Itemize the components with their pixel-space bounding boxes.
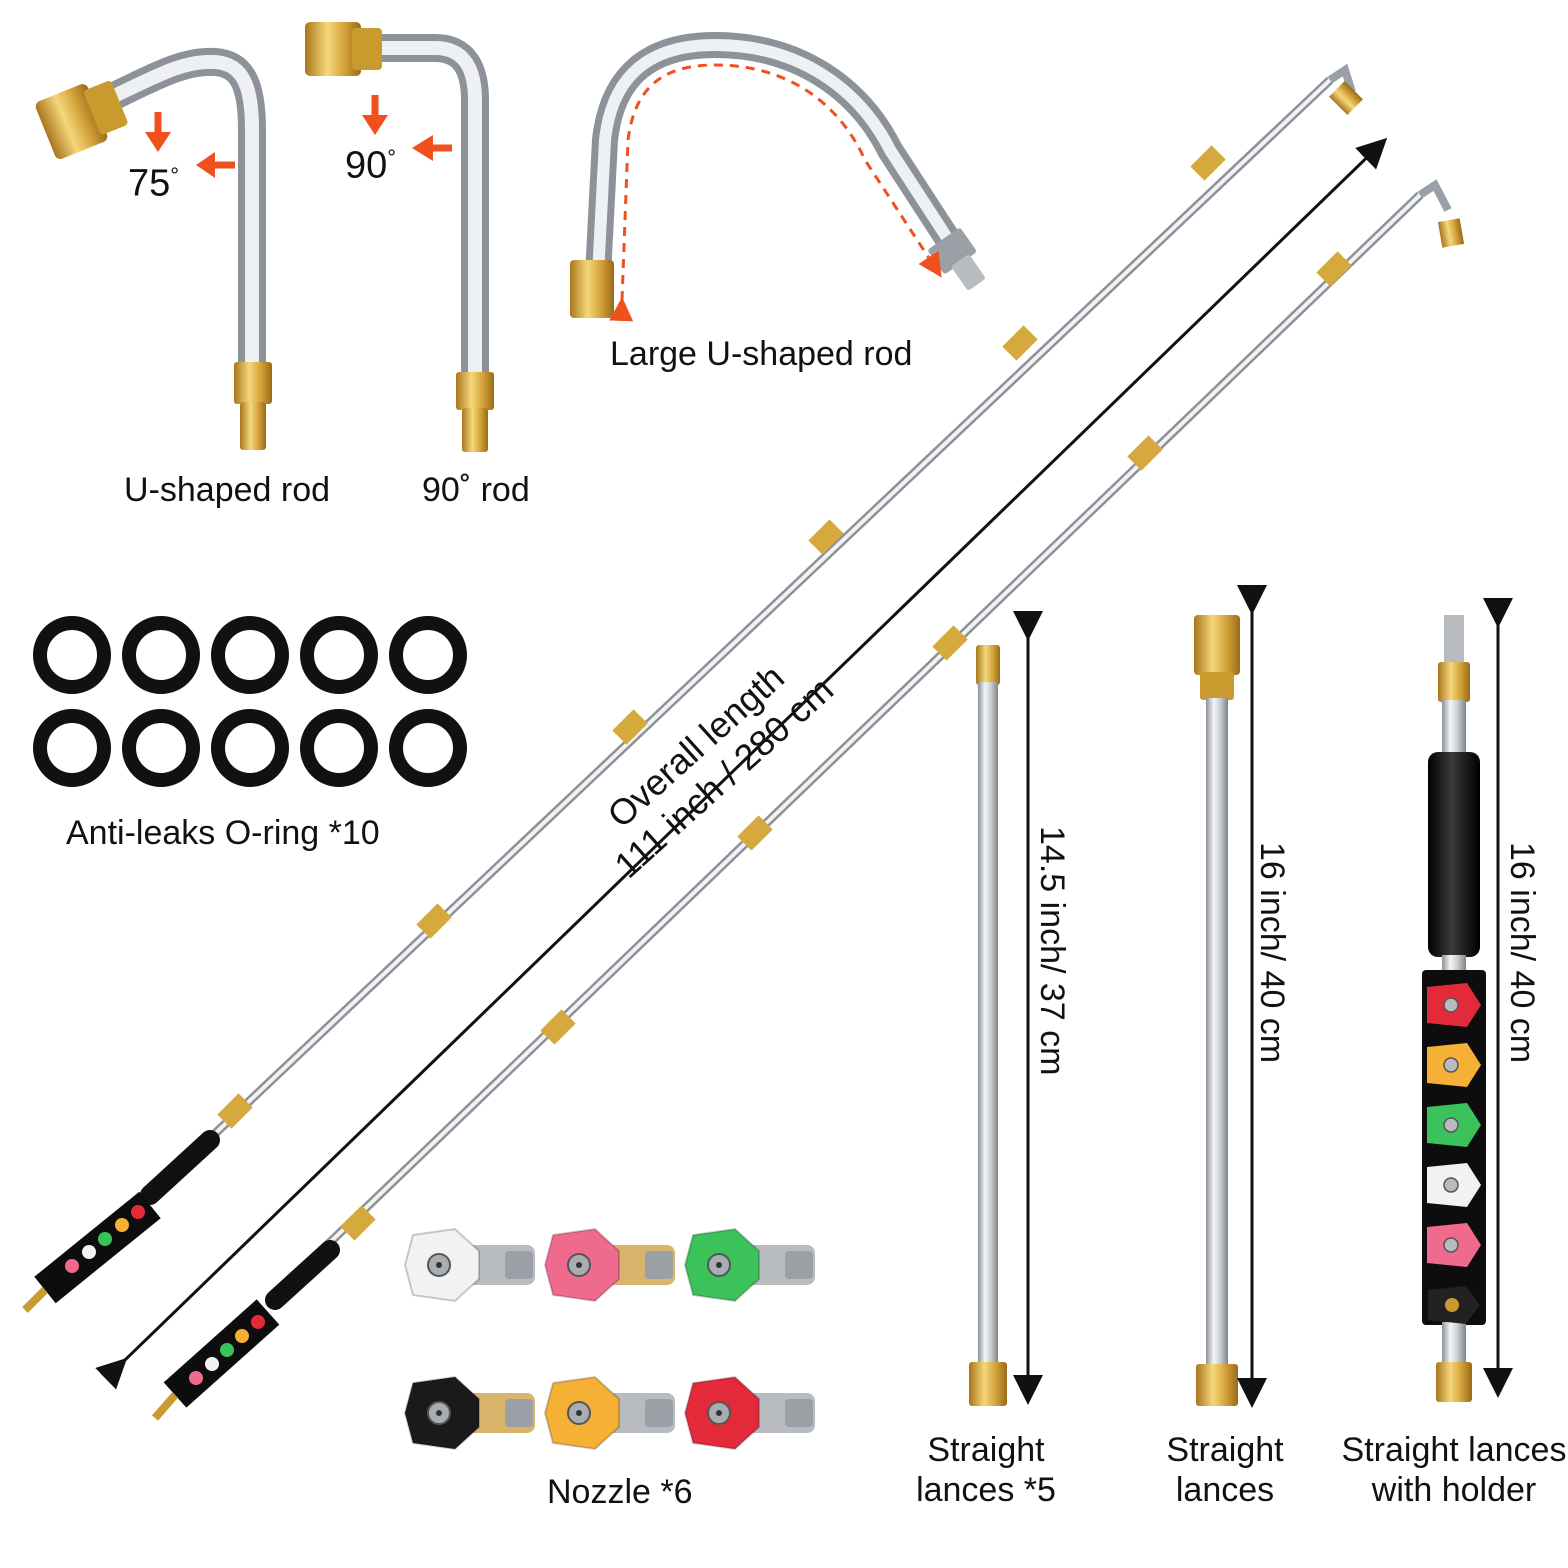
dim-holder-label: 16 inch/ 40 cm [1503,842,1541,1064]
straight-lances-line2: lances [1175,1471,1275,1509]
o-ring-icon [122,709,200,787]
nozzle-green-icon [683,1227,815,1303]
angle-90-label: 90° [345,138,396,186]
o-ring-icon [389,709,467,787]
o-ring-label: Anti-leaks O-ring *10 [66,814,380,852]
rod-90-degree [305,22,494,452]
holder-nozzle-black-icon [1428,1286,1480,1324]
holder-nozzle-white-icon [1427,1163,1481,1207]
nozzle-yellow-icon [543,1375,675,1451]
o-ring-icon [211,616,289,694]
nozzle-black-icon [403,1375,535,1451]
straight-lances-label: Straight lances [1150,1430,1300,1510]
o-ring-icon [300,616,378,694]
o-ring-icon [389,616,467,694]
large-u-rod-label: Large U-shaped rod [610,335,913,373]
straight-lances-holder-line1: Straight lances [1341,1431,1567,1469]
o-ring-icon [211,709,289,787]
nozzle-white-icon [403,1227,535,1303]
straight-lances-holder-line2: with holder [1371,1471,1537,1509]
nozzle-pink-icon [543,1227,675,1303]
holder-nozzle-green-icon [1427,1103,1481,1147]
overall-length-arrow [95,137,1388,1390]
straight-lances-5-line1: Straight [927,1431,1045,1469]
straight-lances-holder-label: Straight lances with holder [1340,1430,1568,1510]
holder-nozzle-yellow-icon [1427,1043,1481,1087]
o-ring-icon [300,709,378,787]
assembled-lance-1 [22,63,1363,1313]
straight-lance [1194,615,1240,1406]
straight-lance-short [969,645,1007,1406]
u-shaped-rod [35,47,272,450]
nozzle-label: Nozzle *6 [547,1473,693,1511]
holder-nozzle-red-icon [1427,983,1481,1027]
nozzle-group [403,1227,815,1451]
dim-straight-label: 16 inch/ 40 cm [1253,842,1291,1064]
straight-lances-line1: Straight [1166,1431,1284,1469]
u-shaped-rod-label: U-shaped rod [124,471,331,509]
o-ring-icon [122,616,200,694]
rod-90-label: 90˚ rod [422,471,530,509]
angle-90-value: 90 [345,144,388,187]
straight-lances-5-label: Straight lances *5 [906,1430,1066,1510]
holder-nozzle-pink-icon [1427,1223,1481,1267]
o-ring-icon [33,616,111,694]
large-u-shaped-rod [570,31,985,322]
nozzle-red-icon [683,1375,815,1451]
o-ring-group [33,616,467,787]
degree-symbol: ° [387,145,397,170]
angle-75-value: 75 [128,162,171,205]
degree-symbol: ° [170,163,180,188]
angle-75-label: 75° [128,156,179,204]
straight-lances-5-line2: lances *5 [916,1471,1056,1509]
dim-straight-short-label: 14.5 inch/ 37 cm [1033,826,1071,1076]
o-ring-icon [33,709,111,787]
holder-nozzle-column [1427,983,1481,1324]
